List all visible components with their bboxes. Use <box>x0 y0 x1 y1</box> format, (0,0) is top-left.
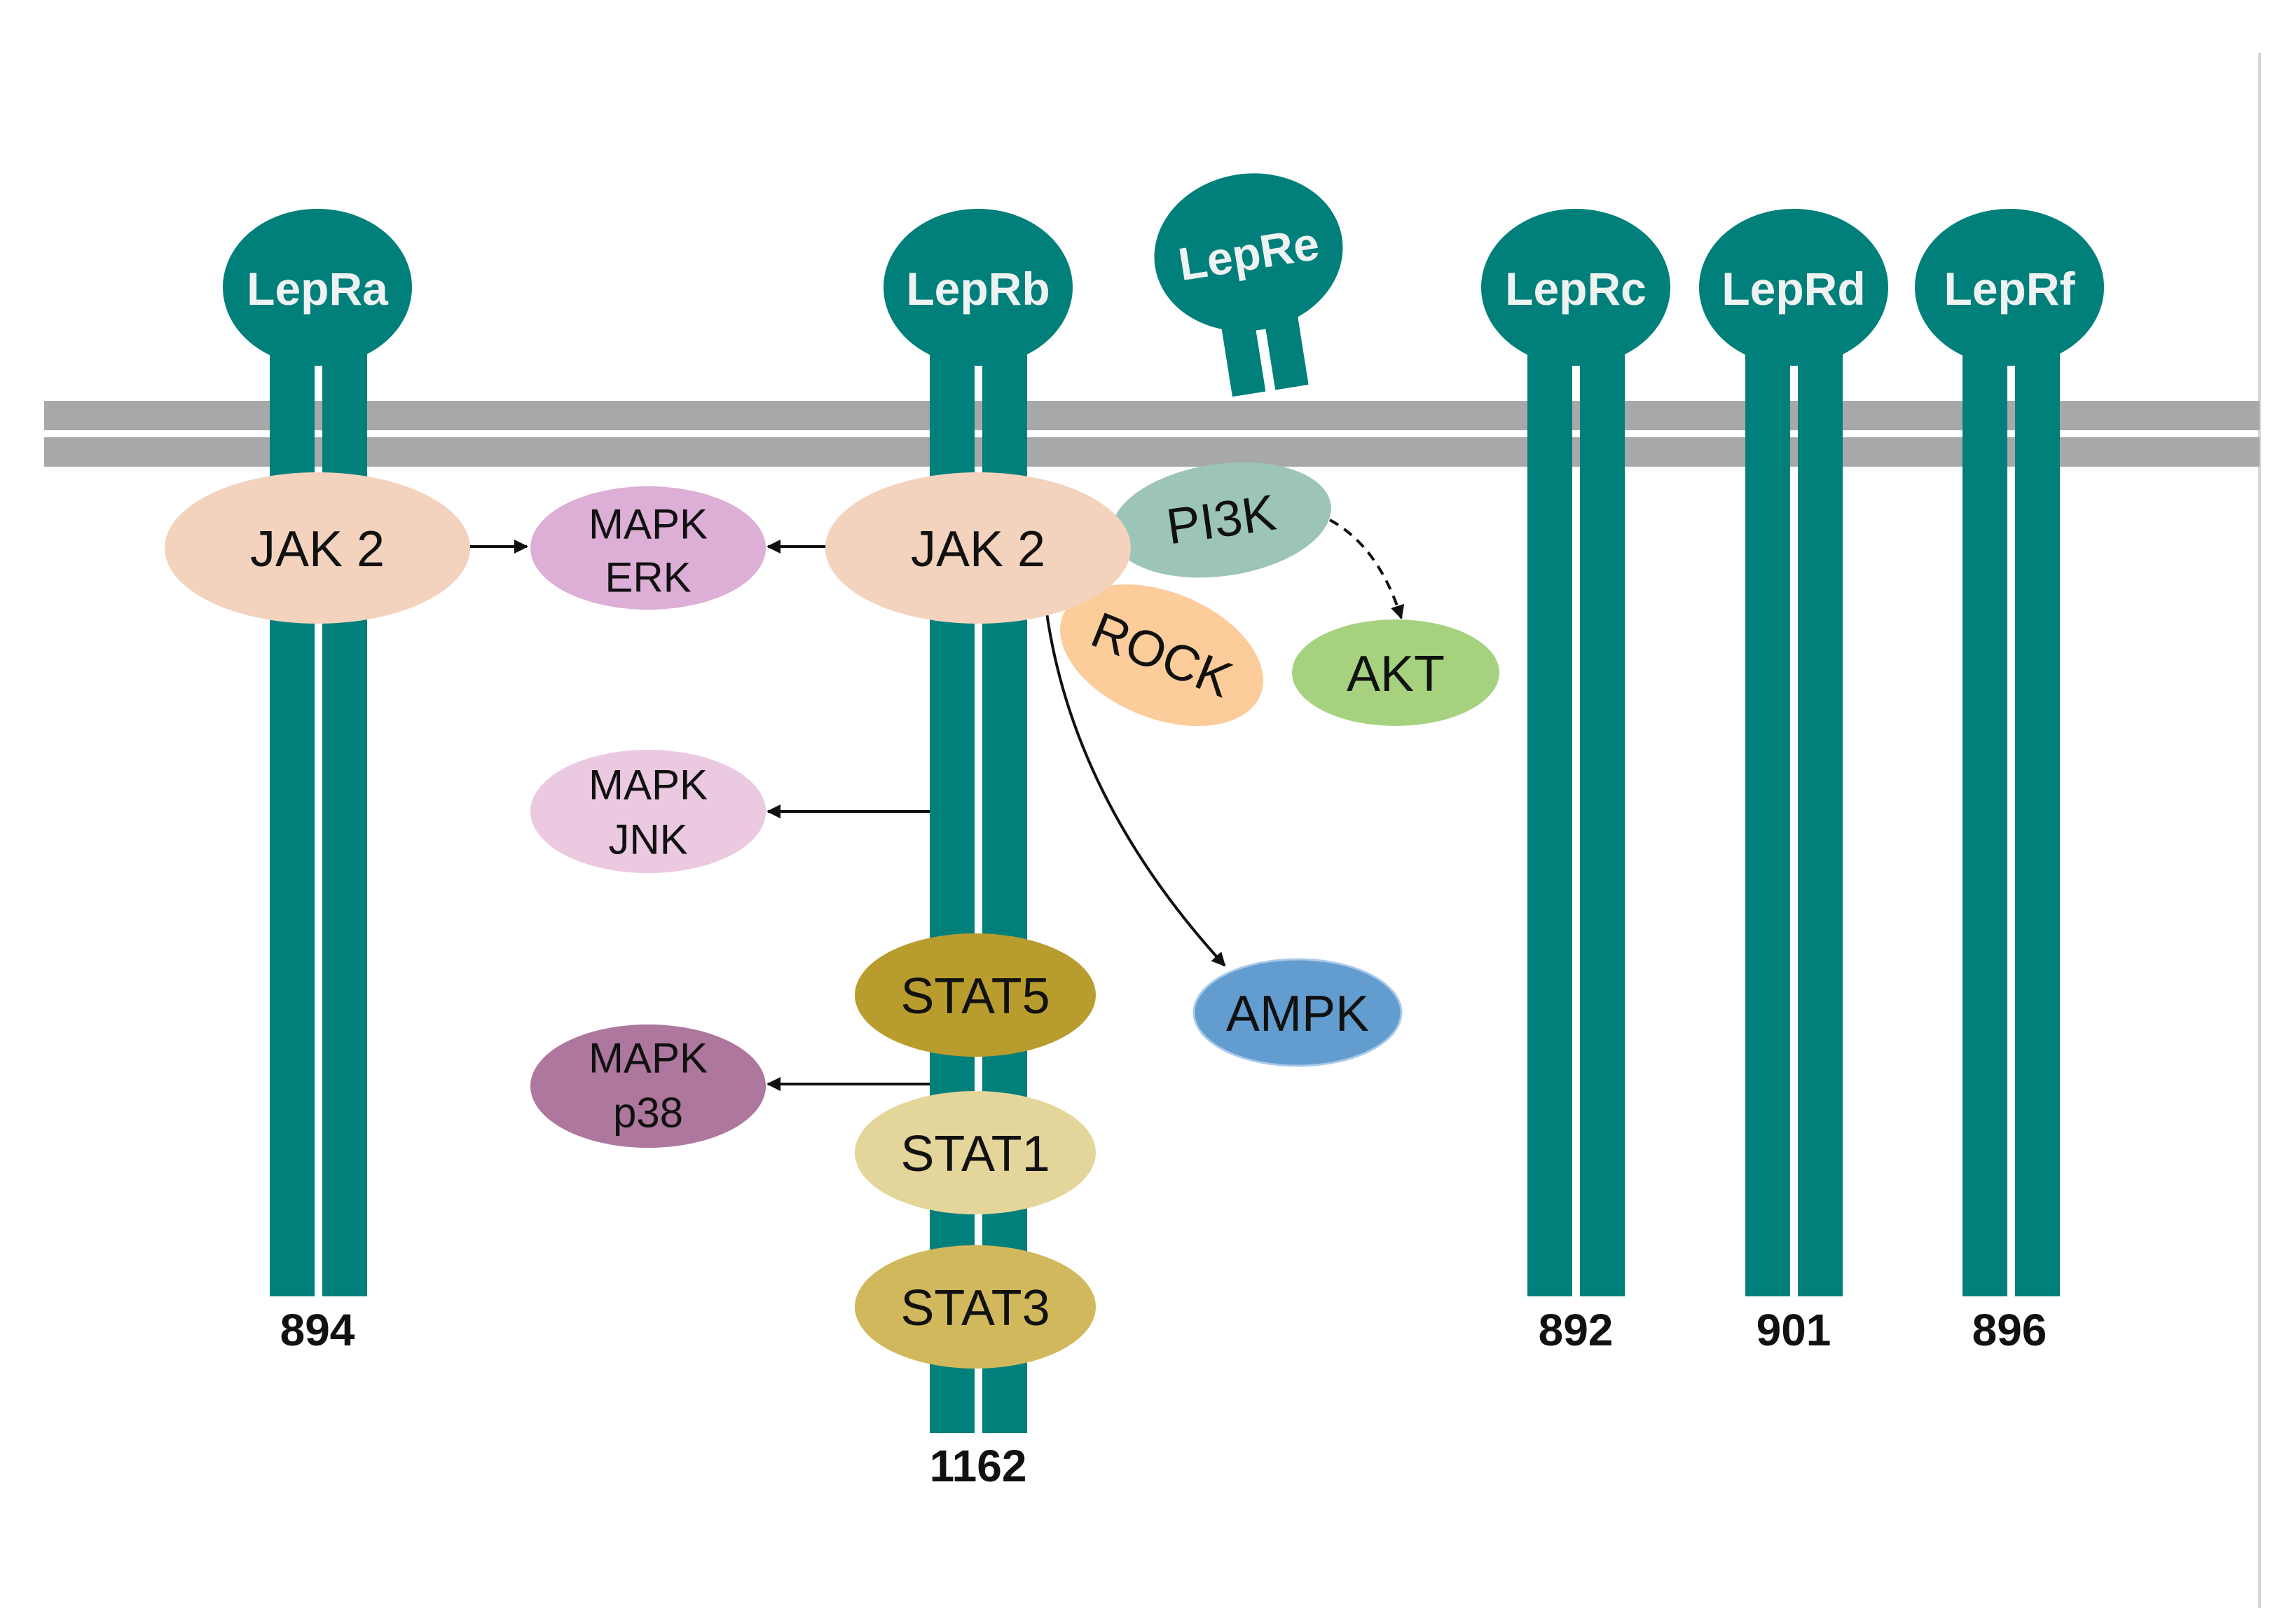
leprd-length-label: 901 <box>1757 1305 1831 1355</box>
mapk-erk-label-line2: ERK <box>605 554 691 601</box>
node-rock: ROCK <box>1060 584 1263 727</box>
leprc-chain-right <box>1580 336 1625 1296</box>
leprc-chain-left <box>1527 336 1572 1296</box>
ampk-shape <box>1192 958 1403 1067</box>
node-mapk-jnk: MAPK JNK <box>530 750 766 873</box>
jak2-leprb-label: JAK 2 <box>911 521 1045 577</box>
leprf-chain-left <box>1962 336 2007 1296</box>
leprb-length-label: 1162 <box>930 1441 1027 1491</box>
stat3-label: STAT3 <box>900 1280 1050 1336</box>
receptor-leprf: LepRf 896 <box>1915 209 2104 1355</box>
node-jak2-lepra: JAK 2 <box>165 472 470 624</box>
jak2-lepra-label: JAK 2 <box>250 521 385 577</box>
node-stat3: STAT3 <box>855 1245 1096 1369</box>
leprd-chain-left <box>1745 336 1790 1296</box>
lepra-label: LepRa <box>247 263 389 315</box>
stat5-label: STAT5 <box>900 968 1050 1024</box>
cell-membrane <box>44 401 2260 467</box>
node-ampk: AMPK <box>1192 958 1403 1067</box>
node-stat5: STAT5 <box>855 933 1096 1057</box>
mapk-jnk-label-line2: JNK <box>608 816 687 863</box>
stat1-label: STAT1 <box>900 1126 1050 1182</box>
mapk-jnk-shape <box>530 750 766 873</box>
node-mapk-erk: MAPK ERK <box>530 486 766 610</box>
rock-shape <box>1060 584 1263 727</box>
lepra-head <box>223 209 412 366</box>
mapk-jnk-label-line1: MAPK <box>589 762 708 809</box>
stat5-shape <box>855 933 1096 1057</box>
lepre-head <box>1154 173 1343 331</box>
receptor-lepre: LepRe <box>1154 173 1343 397</box>
leprc-label: LepRc <box>1505 263 1647 315</box>
akt-shape <box>1292 619 1499 726</box>
leprc-length-label: 892 <box>1539 1305 1614 1355</box>
arrow-pi3k-to-akt <box>1329 519 1405 619</box>
leprd-label: LepRd <box>1721 263 1865 315</box>
node-jak2-leprb: JAK 2 <box>825 472 1131 624</box>
leprc-head <box>1481 209 1670 366</box>
stat1-shape <box>855 1091 1096 1214</box>
ampk-label: AMPK <box>1226 986 1369 1042</box>
akt-label: AKT <box>1347 646 1445 702</box>
membrane-outer-layer <box>44 401 2260 430</box>
leprf-length-label: 896 <box>1972 1305 2047 1355</box>
mapk-p38-label-line1: MAPK <box>589 1035 708 1082</box>
receptor-leprd: LepRd 901 <box>1699 209 1888 1355</box>
receptor-leprc: LepRc 892 <box>1481 209 1670 1355</box>
leprb-head <box>884 209 1073 366</box>
receptor-lepra: LepRa 894 <box>223 209 412 1355</box>
node-akt: AKT <box>1292 619 1499 726</box>
jak2-lepra-shape <box>165 472 470 624</box>
mapk-erk-label-line1: MAPK <box>589 501 708 548</box>
mapk-p38-shape <box>530 1024 766 1148</box>
lepra-length-label: 894 <box>280 1305 355 1355</box>
stat3-shape <box>855 1245 1096 1369</box>
pi3k-shape <box>1111 462 1331 578</box>
leprd-head <box>1699 209 1888 366</box>
membrane-inner-layer <box>44 437 2260 467</box>
mapk-erk-shape <box>530 486 766 610</box>
mapk-p38-label-line2: p38 <box>613 1090 683 1137</box>
signaling-arrows <box>468 519 1405 1091</box>
node-pi3k: PI3K <box>1111 462 1331 578</box>
leprf-chain-right <box>2015 336 2060 1296</box>
leprb-label: LepRb <box>906 263 1050 315</box>
node-stat1: STAT1 <box>855 1091 1096 1214</box>
leprf-label: LepRf <box>1944 263 2076 315</box>
node-mapk-p38: MAPK p38 <box>530 1024 766 1148</box>
leprd-chain-right <box>1798 336 1843 1296</box>
jak2-leprb-shape <box>825 472 1131 624</box>
leprf-head <box>1915 209 2104 366</box>
arrow-jak2b-to-ampk <box>1045 608 1226 967</box>
